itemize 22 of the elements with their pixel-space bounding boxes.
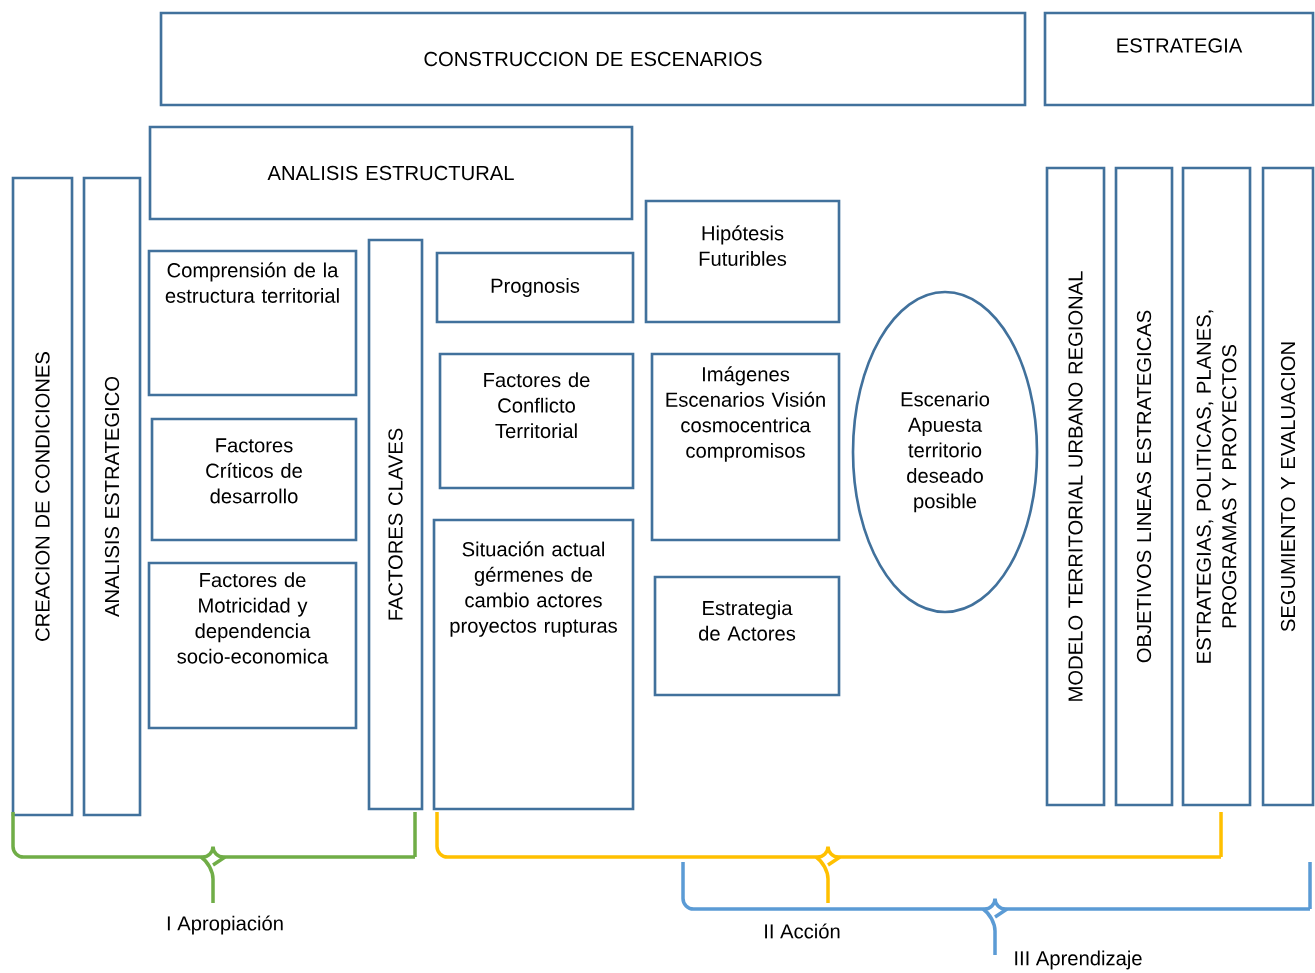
phase-label: I Apropiación [167, 915, 283, 935]
process-box: ESTRATEGIA [1043, 11, 1315, 107]
phase-label: II Acción [765, 923, 840, 939]
column-box: ESTRATEGIAS, POLITICAS, PLANES, PROGRAMAS Y PROYECTOS [1181, 166, 1252, 807]
column-box: FACTORES CLAVES [367, 238, 424, 811]
process-box: Imágenes Escenarios Visión cosmocentrica compromisos [650, 352, 841, 542]
process-box: Comprensión de la estructura territorial [147, 249, 358, 397]
column-box: ANALISIS ESTRATEGICO [82, 176, 142, 817]
process-box: Estrategia de Actores [653, 575, 841, 697]
column-box: OBJETIVOS LINEAS ESTRATEGICAS [1114, 166, 1174, 807]
process-box: Prognosis [435, 251, 635, 324]
process-box: CONSTRUCCION DE ESCENARIOS [159, 11, 1027, 107]
column-box: SEGUMIENTO Y EVALUACION [1261, 166, 1315, 807]
process-box: ANALISIS ESTRUCTURAL [148, 125, 634, 221]
process-box: Factores Críticos de desarrollo [150, 417, 358, 542]
process-box: Hipótesis Futuribles [644, 199, 841, 324]
column-box: MODELO TERRITORIAL URBANO REGIONAL [1045, 166, 1106, 807]
process-box: Factores de Motricidad y dependencia socio-economica [147, 561, 358, 730]
process-box: Factores de Conflicto Territorial [438, 352, 635, 490]
process-box: Situación actual gérmenes de cambio actores proyectos rupturas [432, 518, 635, 811]
phase-label: III Aprendizaje [1015, 950, 1142, 970]
column-box: CREACION DE CONDICIONES [11, 176, 74, 817]
